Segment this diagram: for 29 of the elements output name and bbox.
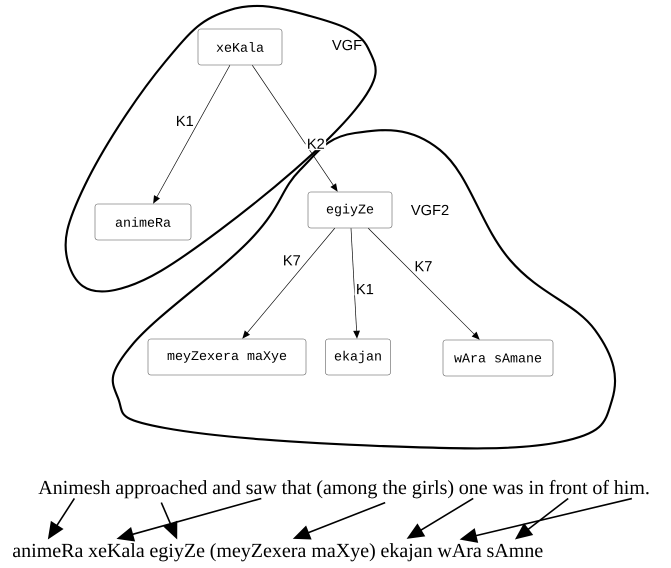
process-box: animeRa bbox=[94, 204, 192, 240]
edge-label: K1 bbox=[177, 116, 194, 126]
edge-label: K2 bbox=[308, 138, 324, 149]
word: Animesh bbox=[38, 480, 110, 494]
word: egiyZe bbox=[150, 544, 204, 562]
process-box: egiyZe bbox=[308, 192, 392, 228]
word: xeKala bbox=[88, 543, 144, 558]
process-box: meyZexera maXye bbox=[148, 338, 306, 376]
process-box: ekajan bbox=[325, 338, 391, 376]
word: him. bbox=[614, 480, 649, 494]
word: and bbox=[212, 480, 241, 494]
word: wAra bbox=[437, 544, 482, 558]
edge-label: K7 bbox=[284, 255, 300, 266]
word: sAmne bbox=[487, 544, 542, 558]
word: one bbox=[460, 484, 487, 494]
word: approached bbox=[116, 480, 208, 498]
word: ekajan bbox=[381, 543, 432, 562]
word: (meyZexera maXye) bbox=[210, 543, 375, 562]
edge-label: K7 bbox=[416, 261, 432, 272]
word: saw bbox=[246, 484, 277, 494]
process-box: xeKala bbox=[198, 28, 282, 66]
edge-label: K1 bbox=[357, 284, 374, 294]
word: front bbox=[549, 480, 588, 494]
word: (among the girls) bbox=[317, 480, 454, 498]
word: of bbox=[593, 480, 610, 494]
process-box: wAra sAmane bbox=[442, 340, 554, 376]
word: animeRa bbox=[12, 544, 84, 558]
word: that bbox=[282, 480, 312, 494]
word: was in bbox=[492, 480, 544, 494]
